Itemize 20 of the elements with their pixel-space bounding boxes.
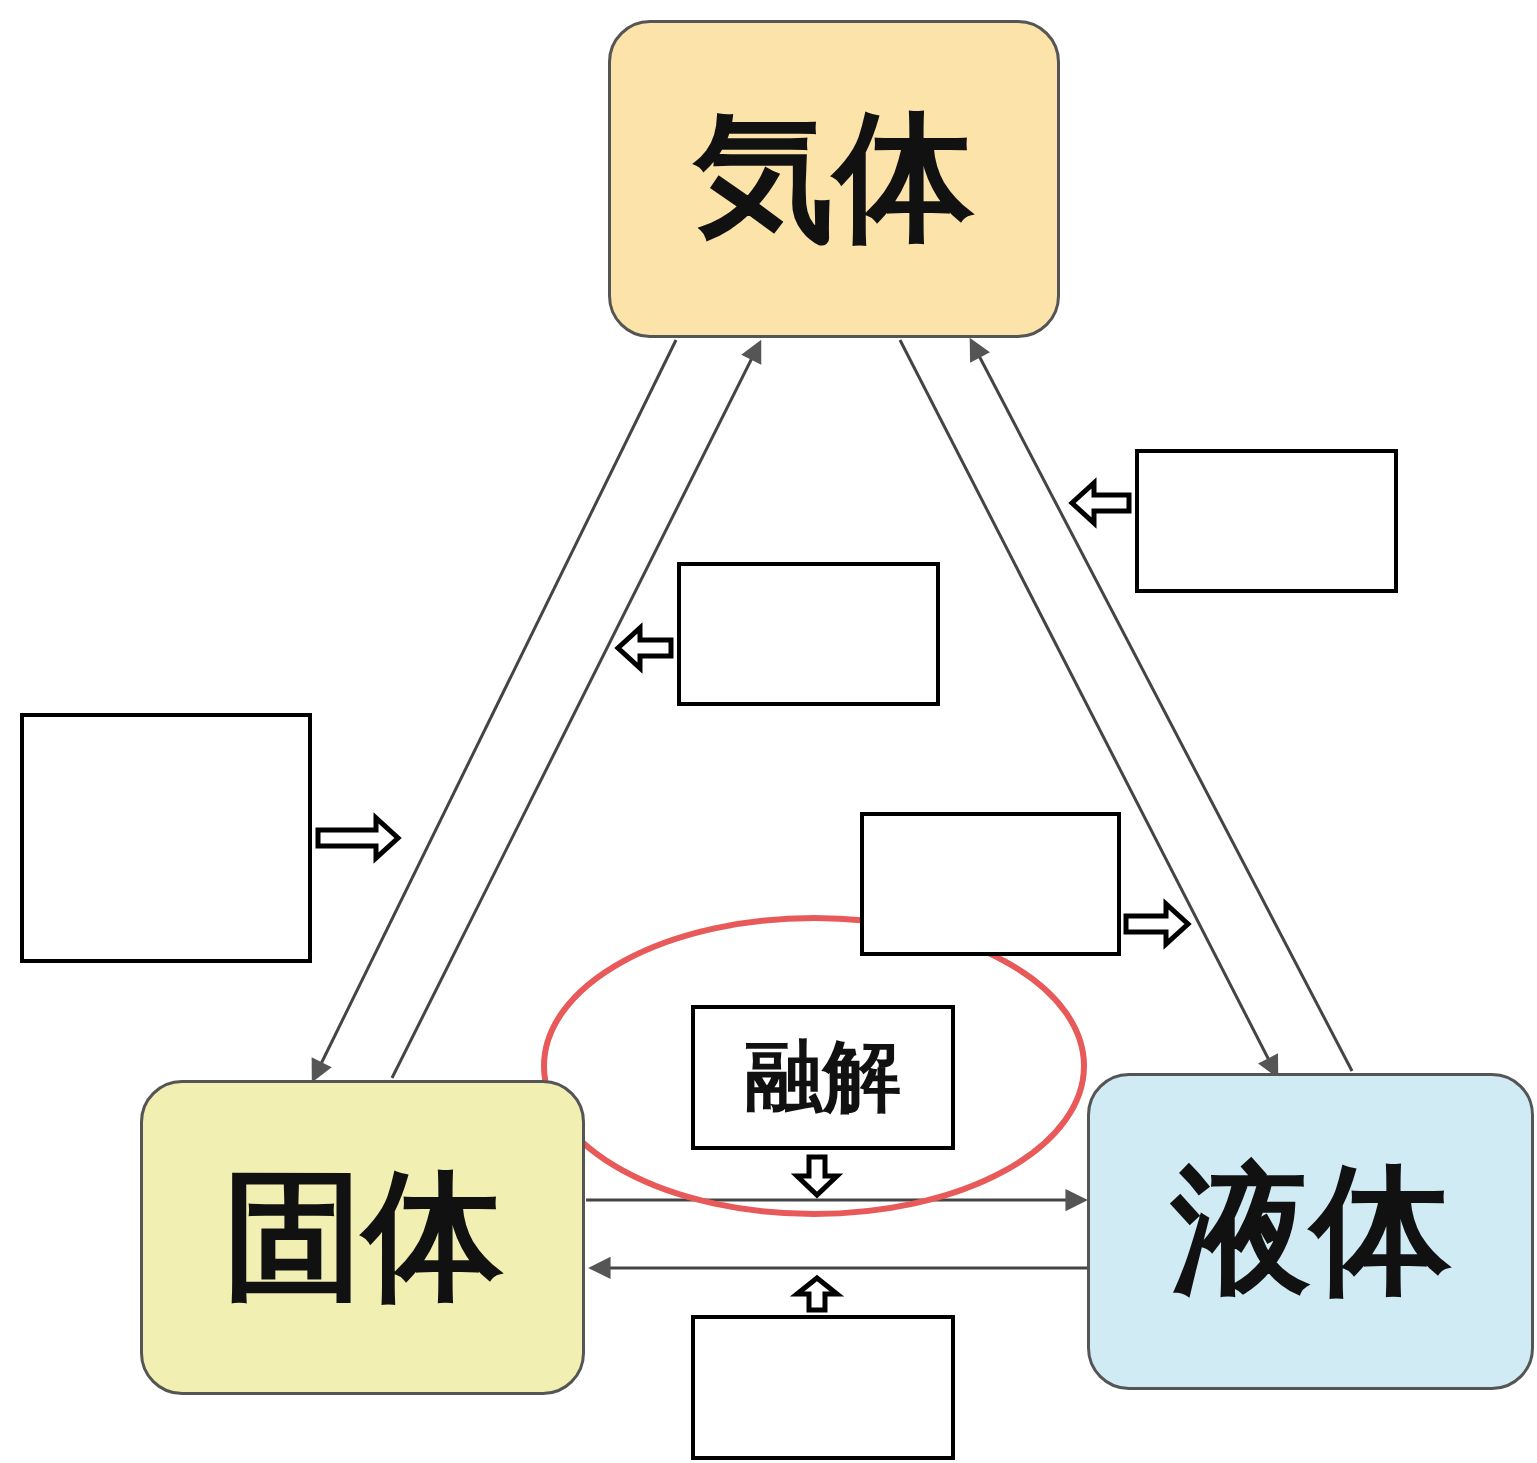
arrow xyxy=(311,339,678,1083)
answer-box xyxy=(20,713,312,963)
answer-box xyxy=(1135,449,1398,593)
arrow xyxy=(586,1188,1088,1212)
answer-box xyxy=(677,562,940,706)
answer-box xyxy=(691,1315,955,1460)
block-arrow xyxy=(315,812,402,864)
term-box: 融解 xyxy=(691,1005,955,1150)
arrow xyxy=(588,1256,1088,1280)
block-arrow xyxy=(790,1154,844,1199)
block-arrow xyxy=(1068,477,1132,529)
answer-box xyxy=(860,812,1121,956)
state-box: 気体 xyxy=(608,20,1060,338)
state-box: 固体 xyxy=(140,1080,585,1395)
state-box: 液体 xyxy=(1087,1073,1534,1390)
block-arrow xyxy=(614,622,674,674)
block-arrow xyxy=(1123,898,1192,950)
arrow xyxy=(969,337,1354,1072)
block-arrow xyxy=(789,1274,845,1313)
arrow xyxy=(390,339,762,1079)
